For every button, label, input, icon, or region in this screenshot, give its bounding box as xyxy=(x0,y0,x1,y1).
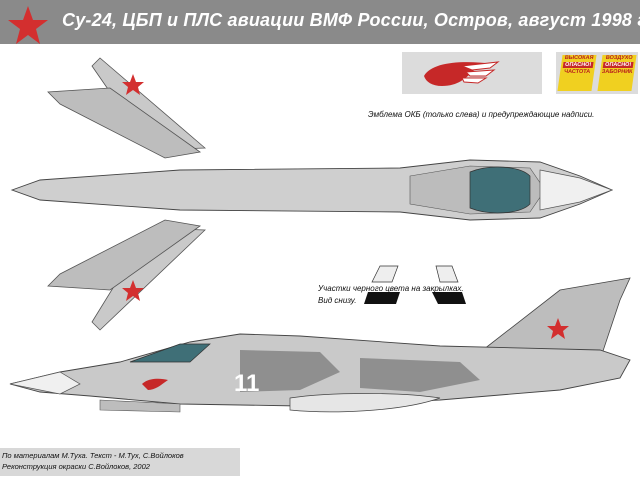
side-canopy xyxy=(129,343,211,363)
warning-signs-box: ВЫСОКАЯ ОПАСНО! ЧАСТОТА ВОЗДУХО ОПАСНО! … xyxy=(556,52,638,94)
okb-emblem-icon xyxy=(424,61,500,86)
flaps-caption-line1: Участки черного цвета на закрылках. xyxy=(318,284,464,293)
drop-tank xyxy=(289,393,441,413)
emblem-caption: Эмблема ОКБ (только слева) и предупрежда… xyxy=(368,110,595,119)
credits-footer: По материалам М.Туха. Текст - М.Тух, С.В… xyxy=(0,448,240,476)
top-view xyxy=(10,57,614,331)
credits-line1: По материалам М.Туха. Текст - М.Тух, С.В… xyxy=(2,451,184,460)
okb-emblem-nose xyxy=(142,378,168,390)
credits-line2: Реконструкция окраски С.Войлоков, 2002 xyxy=(2,462,150,471)
header-bar: Су-24, ЦБП и ПЛС авиации ВМФ России, Ост… xyxy=(0,0,640,44)
radome-top xyxy=(539,169,613,211)
camo-patch xyxy=(240,350,340,392)
wing-star-icon xyxy=(122,280,144,301)
wing-star-icon xyxy=(122,74,144,95)
side-view xyxy=(9,277,631,413)
flaps-caption-line2: Вид снизу. xyxy=(318,296,357,305)
upper-tailplane xyxy=(47,87,202,159)
top-canopy xyxy=(469,166,531,214)
side-number: 11 xyxy=(234,370,260,397)
lower-tailplane xyxy=(47,219,202,291)
flap-detail xyxy=(364,265,466,304)
red-star-icon xyxy=(8,6,48,44)
fin-star-icon xyxy=(547,318,569,339)
page-title: Су-24, ЦБП и ПЛС авиации ВМФ России, Ост… xyxy=(62,10,640,30)
okb-emblem-box xyxy=(402,52,542,94)
radome-side xyxy=(9,371,81,395)
